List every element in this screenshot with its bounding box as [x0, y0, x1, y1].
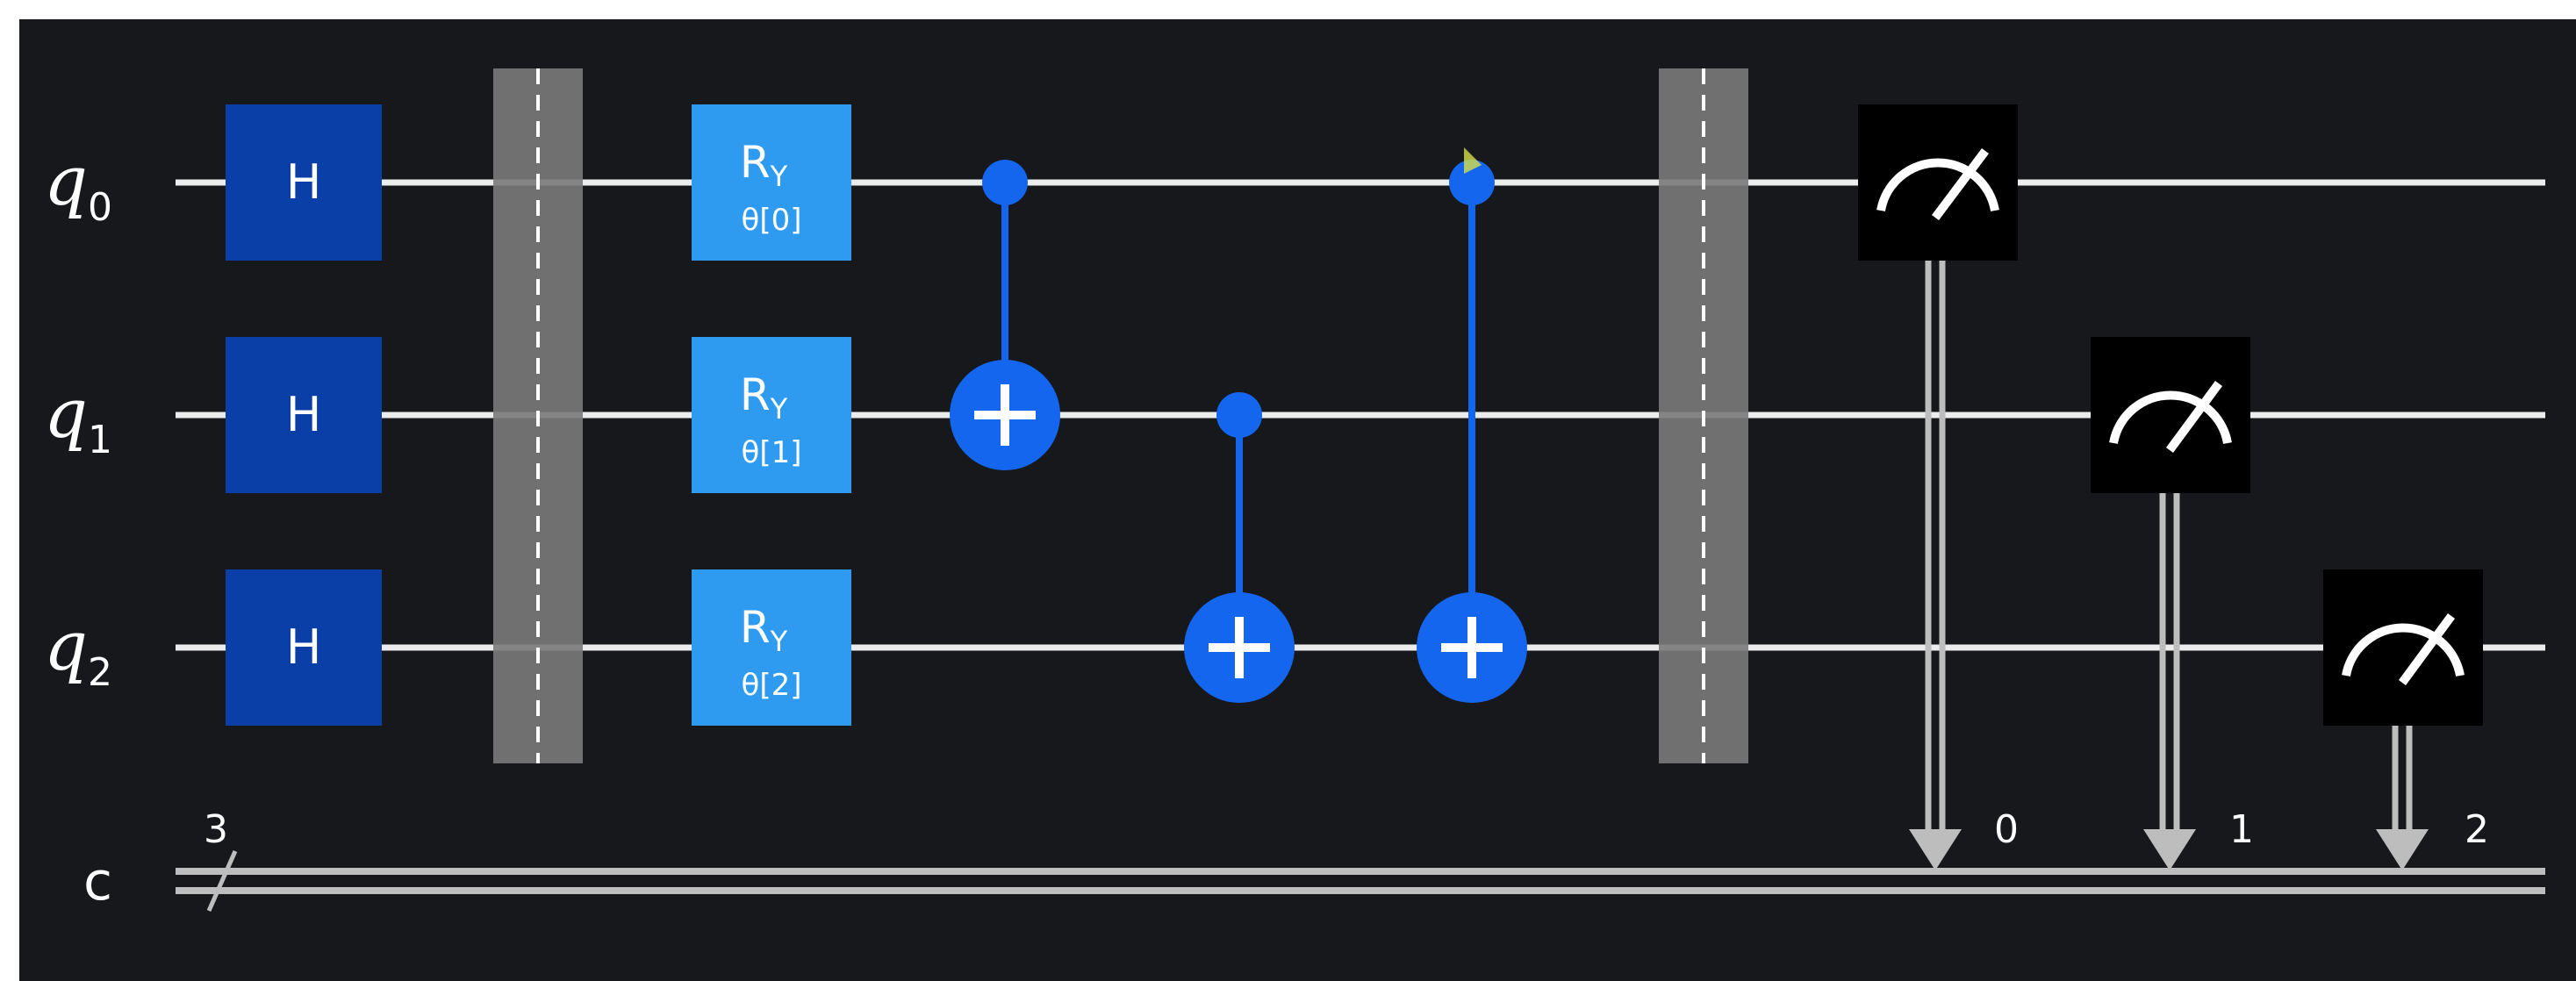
mouse-cursor-icon: [1464, 147, 1482, 174]
qubit-label-1: q1: [44, 375, 112, 462]
svg-text:θ[2]: θ[2]: [742, 668, 802, 703]
measure-gate-q2[interactable]: 2: [2323, 569, 2489, 870]
ry-gate-q1[interactable]: RY θ[1]: [692, 337, 851, 493]
svg-text:θ[0]: θ[0]: [742, 203, 802, 238]
svg-text:RY: RY: [740, 602, 788, 658]
svg-text:RY: RY: [740, 137, 788, 193]
ry-gate-q2[interactable]: RY θ[2]: [692, 569, 851, 726]
qubit-label-0: q0: [44, 142, 112, 230]
svg-text:RY: RY: [740, 369, 788, 426]
measure-gate-q1[interactable]: 1: [2091, 337, 2254, 870]
svg-text:θ[1]: θ[1]: [742, 435, 802, 470]
hadamard-gate-q0[interactable]: H: [226, 104, 382, 261]
qubit-label-2: q2: [44, 607, 112, 695]
svg-text:H: H: [286, 387, 322, 442]
hadamard-gate-q2[interactable]: H: [226, 569, 382, 726]
barrier-1: [493, 68, 583, 763]
cnot-control-dot: [1216, 392, 1262, 438]
clbit-label-2: 2: [2465, 807, 2489, 852]
clbit-label-0: 0: [1994, 807, 2019, 852]
bus-width-label: 3: [204, 807, 228, 852]
diagram-background: [19, 19, 2576, 981]
clbit-label-1: 1: [2229, 807, 2254, 852]
measure-gate-q0[interactable]: 0: [1858, 104, 2019, 870]
meter-icon: [1876, 158, 1999, 211]
meter-icon: [2109, 390, 2232, 444]
cnot-control-dot: [1449, 160, 1495, 205]
svg-text:H: H: [286, 619, 322, 675]
cnot-control-dot: [982, 160, 1028, 205]
barrier-2: [1659, 68, 1748, 763]
cnot-gate-q0-q1[interactable]: [950, 160, 1060, 470]
cnot-gate-q1-q2[interactable]: [1184, 392, 1295, 703]
hadamard-gate-q1[interactable]: H: [226, 337, 382, 493]
bus-slash: [206, 849, 238, 913]
meter-icon: [2342, 623, 2465, 677]
classical-register-wire: [176, 868, 2545, 894]
cnot-gate-q0-q2[interactable]: [1417, 160, 1527, 703]
svg-text:H: H: [286, 154, 322, 210]
ry-gate-q0[interactable]: RY θ[0]: [692, 104, 851, 261]
classical-register-label: c: [83, 851, 112, 913]
